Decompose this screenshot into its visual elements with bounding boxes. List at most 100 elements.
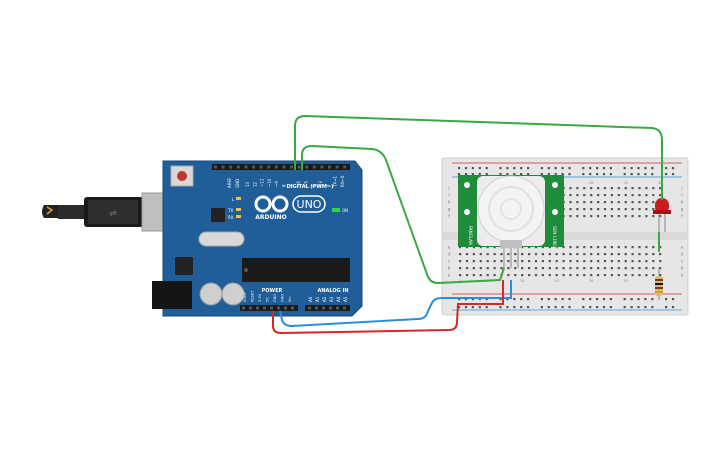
breadboard-hole[interactable] — [479, 260, 482, 263]
breadboard-hole[interactable] — [582, 167, 585, 170]
breadboard-hole[interactable] — [576, 201, 579, 204]
breadboard-hole[interactable] — [624, 253, 627, 256]
breadboard-hole[interactable] — [631, 253, 634, 256]
breadboard-hole[interactable] — [583, 253, 586, 256]
breadboard-hole[interactable] — [603, 194, 607, 197]
header-pin[interactable] — [320, 165, 324, 169]
breadboard-hole[interactable] — [471, 167, 474, 170]
breadboard-hole[interactable] — [652, 260, 655, 263]
breadboard-hole[interactable] — [631, 194, 634, 197]
breadboard-hole[interactable] — [637, 298, 640, 301]
breadboard-hole[interactable] — [590, 267, 593, 270]
breadboard-hole[interactable] — [554, 298, 557, 301]
breadboard-hole[interactable] — [644, 167, 647, 170]
breadboard-hole[interactable] — [659, 246, 662, 249]
breadboard-hole[interactable] — [617, 267, 620, 270]
breadboard-hole[interactable] — [630, 298, 633, 301]
breadboard-hole[interactable] — [590, 201, 593, 204]
breadboard-hole[interactable] — [548, 253, 551, 256]
breadboard-hole[interactable] — [624, 246, 627, 249]
breadboard-hole[interactable] — [464, 298, 468, 301]
breadboard-hole[interactable] — [540, 306, 543, 309]
breadboard-hole[interactable] — [638, 267, 641, 270]
breadboard-hole[interactable] — [665, 173, 668, 176]
header-pin[interactable] — [297, 165, 301, 169]
breadboard-hole[interactable] — [521, 274, 524, 277]
breadboard-hole[interactable] — [638, 260, 641, 263]
breadboard-hole[interactable] — [520, 298, 523, 301]
breadboard-hole[interactable] — [589, 298, 592, 301]
breadboard-hole[interactable] — [623, 173, 626, 176]
breadboard-hole[interactable] — [603, 208, 607, 211]
breadboard-hole[interactable] — [479, 253, 482, 256]
breadboard-hole[interactable] — [597, 267, 600, 270]
header-pin[interactable] — [290, 165, 293, 169]
breadboard-hole[interactable] — [603, 187, 607, 190]
breadboard-hole[interactable] — [590, 208, 593, 211]
breadboard-hole[interactable] — [493, 253, 496, 256]
breadboard-hole[interactable] — [602, 167, 606, 170]
breadboard-hole[interactable] — [513, 173, 516, 176]
breadboard-hole[interactable] — [576, 246, 579, 249]
breadboard-hole[interactable] — [596, 173, 599, 176]
breadboard-hole[interactable] — [590, 260, 593, 263]
breadboard-hole[interactable] — [513, 167, 516, 170]
breadboard-hole[interactable] — [596, 298, 599, 301]
breadboard-hole[interactable] — [548, 246, 551, 249]
header-pin[interactable] — [214, 165, 217, 169]
header-pin[interactable] — [274, 165, 278, 169]
breadboard-hole[interactable] — [610, 194, 613, 197]
breadboard-hole[interactable] — [610, 267, 613, 270]
breadboard-hole[interactable] — [548, 260, 551, 263]
breadboard-hole[interactable] — [513, 306, 516, 309]
breadboard-hole[interactable] — [465, 246, 469, 249]
breadboard-hole[interactable] — [548, 267, 551, 270]
breadboard-hole[interactable] — [576, 260, 579, 263]
breadboard-hole[interactable] — [527, 167, 530, 170]
breadboard-hole[interactable] — [528, 253, 531, 256]
breadboard-hole[interactable] — [561, 173, 564, 176]
breadboard-hole[interactable] — [576, 208, 579, 211]
breadboard-hole[interactable] — [645, 201, 648, 204]
breadboard-hole[interactable] — [485, 167, 488, 170]
breadboard-hole[interactable] — [651, 167, 654, 170]
breadboard-hole[interactable] — [500, 253, 503, 256]
breadboard-hole[interactable] — [547, 173, 550, 176]
breadboard-hole[interactable] — [472, 253, 475, 256]
header-pin[interactable] — [312, 165, 316, 169]
breadboard-hole[interactable] — [590, 194, 593, 197]
breadboard-hole[interactable] — [486, 253, 489, 256]
breadboard-hole[interactable] — [630, 173, 633, 176]
breadboard-hole[interactable] — [624, 194, 627, 197]
breadboard-hole[interactable] — [617, 253, 620, 256]
header-pin[interactable] — [244, 165, 248, 169]
breadboard-hole[interactable] — [528, 260, 531, 263]
breadboard-hole[interactable] — [465, 267, 469, 270]
breadboard-hole[interactable] — [583, 260, 586, 263]
header-pin[interactable] — [221, 165, 225, 169]
breadboard-hole[interactable] — [527, 306, 530, 309]
header-pin[interactable] — [236, 165, 240, 169]
breadboard-hole[interactable] — [644, 173, 647, 176]
breadboard-hole[interactable] — [562, 260, 565, 263]
breadboard-hole[interactable] — [555, 274, 558, 277]
breadboard-hole[interactable] — [562, 246, 565, 249]
breadboard-hole[interactable] — [609, 173, 612, 176]
breadboard-hole[interactable] — [589, 173, 592, 176]
breadboard-hole[interactable] — [602, 298, 606, 301]
breadboard-hole[interactable] — [583, 208, 586, 211]
breadboard-hole[interactable] — [486, 274, 489, 277]
breadboard-hole[interactable] — [479, 267, 482, 270]
breadboard-hole[interactable] — [652, 267, 655, 270]
breadboard-hole[interactable] — [472, 260, 475, 263]
breadboard-hole[interactable] — [472, 246, 475, 249]
breadboard-hole[interactable] — [645, 215, 648, 218]
breadboard-hole[interactable] — [569, 260, 572, 263]
header-pin[interactable] — [249, 306, 252, 310]
breadboard-hole[interactable] — [659, 194, 662, 197]
breadboard-hole[interactable] — [520, 167, 523, 170]
header-pin[interactable] — [343, 165, 347, 169]
breadboard-hole[interactable] — [534, 246, 538, 249]
breadboard-hole[interactable] — [623, 167, 626, 170]
breadboard-hole[interactable] — [582, 173, 585, 176]
